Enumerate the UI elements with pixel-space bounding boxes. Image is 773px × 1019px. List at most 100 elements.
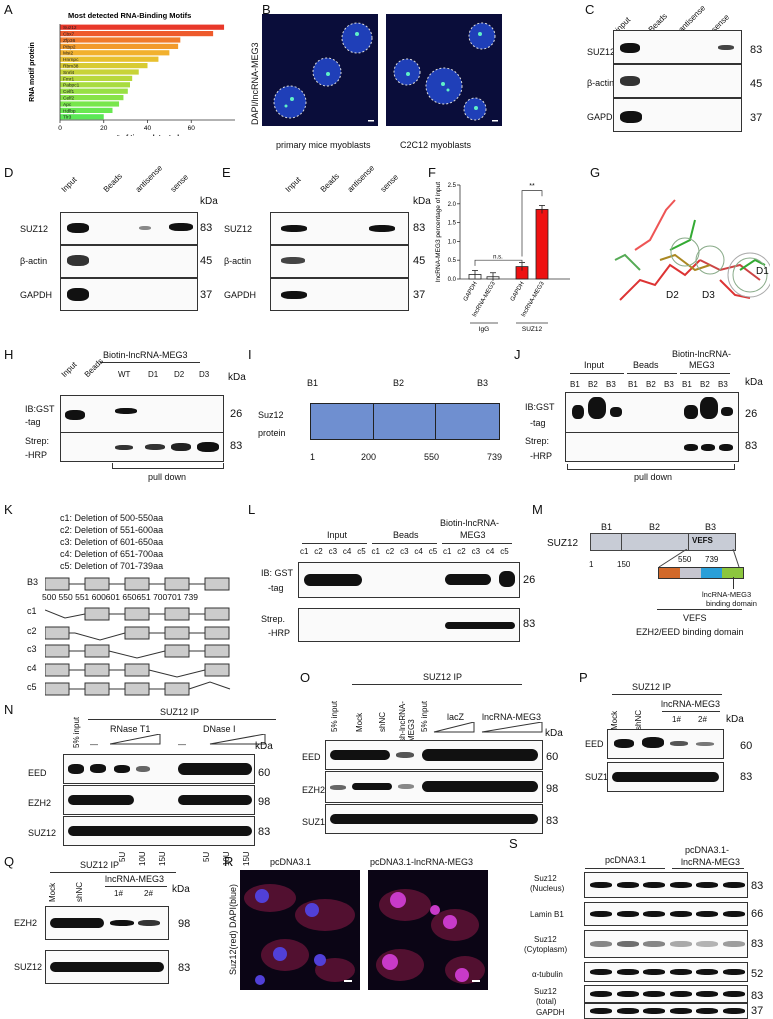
kda-value: 26 bbox=[230, 408, 243, 420]
col-label: B1 bbox=[628, 380, 638, 389]
row-label: EED bbox=[28, 768, 47, 778]
western-blot bbox=[584, 1003, 748, 1019]
category-label: Zfp36 bbox=[63, 38, 76, 44]
row-label: Lamin B1 bbox=[530, 910, 564, 919]
y-axis-label: lncRNA-MEG3 percentage of input bbox=[435, 182, 442, 282]
row-label: Strep. bbox=[261, 614, 286, 624]
col-label: 1# bbox=[672, 715, 681, 724]
col-label: c4 bbox=[342, 547, 352, 556]
col-label: WT bbox=[118, 370, 131, 379]
category-label: Msi2 bbox=[63, 51, 73, 57]
treatment-label: RNase T1 bbox=[110, 724, 151, 734]
group-header: Input bbox=[327, 530, 348, 540]
panel-label-c: C bbox=[585, 2, 595, 17]
col-label: c5 bbox=[428, 547, 438, 556]
category-label: Apc bbox=[63, 102, 72, 108]
deletion-label: c1: Deletion of 500-550aa bbox=[60, 513, 164, 523]
kda-value: 98 bbox=[546, 783, 559, 795]
category-label: Snrl4 bbox=[63, 70, 75, 76]
kda-value: 83 bbox=[413, 222, 426, 234]
group-header: pcDNA3.1 bbox=[605, 855, 647, 865]
western-blot bbox=[45, 950, 169, 984]
col-label: Mock bbox=[355, 712, 364, 732]
col-label: 5% input bbox=[72, 716, 81, 748]
western-blot bbox=[607, 762, 724, 792]
western-blot bbox=[565, 392, 739, 434]
ip-header: SUZ12 IP bbox=[632, 682, 672, 692]
kda-header: kDa bbox=[545, 728, 563, 739]
row-label: SUZ12 bbox=[587, 47, 616, 57]
significance-label: ** bbox=[529, 183, 535, 190]
category-label: Celf2 bbox=[63, 96, 75, 102]
western-blot bbox=[584, 985, 748, 1003]
pulldown-label: pull down bbox=[148, 472, 187, 482]
group-label: IgG bbox=[479, 326, 489, 333]
panel-label-h: H bbox=[4, 347, 14, 362]
bar bbox=[60, 24, 225, 30]
kda-value: 26 bbox=[523, 574, 536, 586]
col-label: D3 bbox=[199, 370, 210, 379]
treatment-label: lncRNA-MEG3 bbox=[661, 699, 721, 709]
deletion-constructs bbox=[45, 577, 231, 696]
panel-label-j: J bbox=[514, 347, 521, 362]
western-blot bbox=[270, 212, 409, 245]
western-blot bbox=[60, 212, 198, 245]
image-caption: pcDNA3.1 bbox=[270, 857, 312, 867]
kda-header: kDa bbox=[255, 741, 273, 752]
col-label: 2# bbox=[144, 889, 153, 898]
bar bbox=[60, 82, 130, 88]
row-label: -HRP bbox=[25, 450, 47, 460]
western-blot bbox=[325, 740, 543, 770]
group-header: Beads bbox=[393, 530, 419, 540]
col-label: c2 bbox=[457, 547, 466, 556]
col-label: B2 bbox=[588, 380, 598, 389]
group-header: Biotin-lncRNA-MEG3 bbox=[103, 350, 188, 360]
position-label: 1 bbox=[310, 452, 316, 462]
kda-value: 37 bbox=[413, 289, 426, 301]
binding-label: lncRNA-MEG3 bbox=[702, 590, 752, 599]
col-label: c1 bbox=[443, 547, 452, 556]
y-axis-label: RNA motif protein bbox=[29, 42, 36, 102]
row-label: Strep: bbox=[25, 436, 50, 446]
category-label: Fmr1 bbox=[63, 76, 75, 82]
western-blot bbox=[613, 30, 742, 64]
fish-caption-c2c12: C2C12 myoblasts bbox=[400, 140, 472, 150]
row-label: EED bbox=[302, 752, 321, 762]
kda-value: 83 bbox=[751, 990, 764, 1002]
kda-value: 66 bbox=[751, 908, 764, 920]
construct-label: c2 bbox=[27, 626, 37, 636]
col-label: D1 bbox=[148, 370, 159, 379]
kda-value: 83 bbox=[258, 826, 271, 838]
western-blot bbox=[60, 395, 224, 433]
domain-label: D2 bbox=[666, 290, 679, 301]
group-header: MEG3 bbox=[689, 360, 715, 370]
col-label: D2 bbox=[174, 370, 185, 379]
row-label: IB:GST bbox=[25, 404, 55, 414]
category-label: Cbx7 bbox=[63, 32, 75, 38]
western-blot bbox=[298, 562, 520, 598]
protein-label: SUZ12 bbox=[547, 538, 579, 549]
category-label: Tlr3 bbox=[63, 115, 72, 121]
position-label: 500 550 551 600601 650651 700701 739 bbox=[42, 592, 198, 602]
row-label: -HRP bbox=[268, 628, 290, 638]
kda-value: 83 bbox=[740, 771, 753, 783]
western-blot bbox=[270, 278, 409, 311]
row-label: IB: GST bbox=[261, 568, 294, 578]
unit-label: 5U bbox=[118, 851, 127, 862]
bar bbox=[60, 43, 179, 49]
rna-secondary-structure bbox=[614, 199, 770, 301]
category-label: GAPDH bbox=[510, 281, 526, 302]
bar bbox=[60, 95, 124, 101]
col-label: sense bbox=[378, 172, 401, 194]
bar bbox=[60, 88, 128, 94]
kda-value: 52 bbox=[751, 968, 764, 980]
tick-label: 60 bbox=[188, 125, 196, 132]
bar bbox=[60, 50, 170, 56]
col-label: Beads bbox=[101, 171, 125, 194]
col-label: Mock bbox=[610, 710, 619, 730]
col-label: c4 bbox=[414, 547, 423, 556]
bar bbox=[60, 107, 113, 113]
row-label: (total) bbox=[536, 997, 557, 1006]
western-blot bbox=[60, 278, 198, 311]
tick-label: 2.5 bbox=[448, 183, 457, 189]
